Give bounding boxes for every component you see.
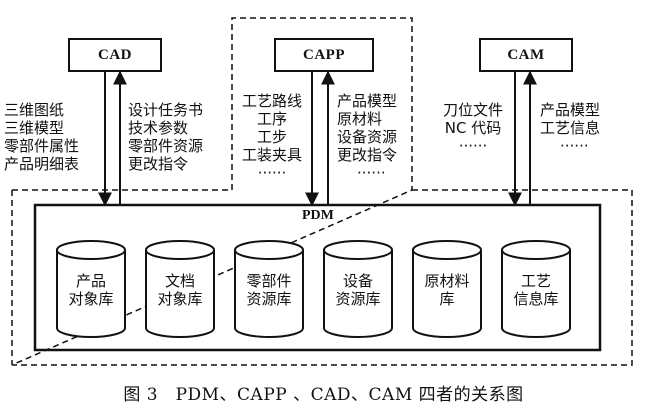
flow-item: 工步 (256, 128, 287, 146)
flow-item: 工装夹具 (241, 146, 302, 164)
flow-item: 设备资源 (337, 128, 398, 146)
library-cylinder-material (412, 240, 482, 338)
flow-item: 设计任务书 (128, 101, 204, 119)
figure-caption: 图 3 PDM、CAPP 、CAD、CAM 四者的关系图 (123, 385, 524, 405)
cad-label: CAD (98, 46, 132, 63)
flow-item: 产品明细表 (4, 155, 80, 173)
library-label-document: 文档对象库 (157, 272, 203, 308)
capp-in-labels: 产品模型 原材料 设备资源 更改指令 ······ (337, 92, 397, 182)
flow-item: 产品模型 (337, 92, 398, 110)
library-cylinder-parts (234, 240, 304, 338)
flow-item: NC 代码 (444, 119, 502, 137)
flow-item: 产品模型 (540, 101, 601, 119)
flow-item: 三维图纸 (4, 101, 65, 119)
library-cylinder-process (501, 240, 571, 338)
flow-item: 更改指令 (337, 146, 398, 164)
cam-label: CAM (507, 46, 545, 63)
capp-box: CAPP (274, 38, 374, 72)
cam-out-labels: 刀位文件 NC 代码 ······ (436, 101, 510, 155)
cad-box: CAD (68, 38, 162, 72)
flow-item: ······ (357, 164, 386, 182)
cam-box: CAM (479, 38, 573, 72)
library-cylinder-equipment (323, 240, 393, 338)
flow-item: 工序 (256, 110, 287, 128)
pdm-box (33, 203, 602, 352)
library-cylinder-document (145, 240, 215, 338)
pdm-title: PDM (302, 208, 334, 223)
library-label-product: 产品对象库 (68, 272, 114, 308)
library-label-equipment: 设备资源库 (335, 272, 381, 308)
flow-item: 工艺路线 (241, 92, 302, 110)
capp-label: CAPP (303, 46, 345, 63)
flow-item: 原材料 (337, 110, 383, 128)
flow-item: 刀位文件 (442, 101, 503, 119)
dashed-capp-frame (231, 17, 413, 190)
flow-item: 更改指令 (128, 155, 189, 173)
flow-item: 零部件属性 (4, 137, 80, 155)
flow-item: ······ (257, 164, 287, 182)
library-label-material: 原材料库 (424, 272, 470, 308)
flow-item: ······ (560, 137, 589, 155)
flow-item: ······ (458, 137, 488, 155)
cad-in-labels: 设计任务书 技术参数 零部件资源 更改指令 (128, 101, 203, 173)
library-label-parts: 零部件资源库 (246, 272, 292, 308)
flow-item: 技术参数 (128, 119, 189, 137)
flow-item: 工艺信息 (540, 119, 601, 137)
library-cylinder-product (56, 240, 126, 338)
flow-item: 零部件资源 (128, 137, 204, 155)
cad-out-labels: 三维图纸 三维模型 零部件属性 产品明细表 (4, 101, 79, 173)
library-label-process: 工艺信息库 (513, 272, 559, 308)
capp-out-labels: 工艺路线 工序 工步 工装夹具 ······ (236, 92, 308, 182)
flow-item: 三维模型 (4, 119, 65, 137)
cam-in-labels: 产品模型 工艺信息 ······ (540, 101, 600, 155)
